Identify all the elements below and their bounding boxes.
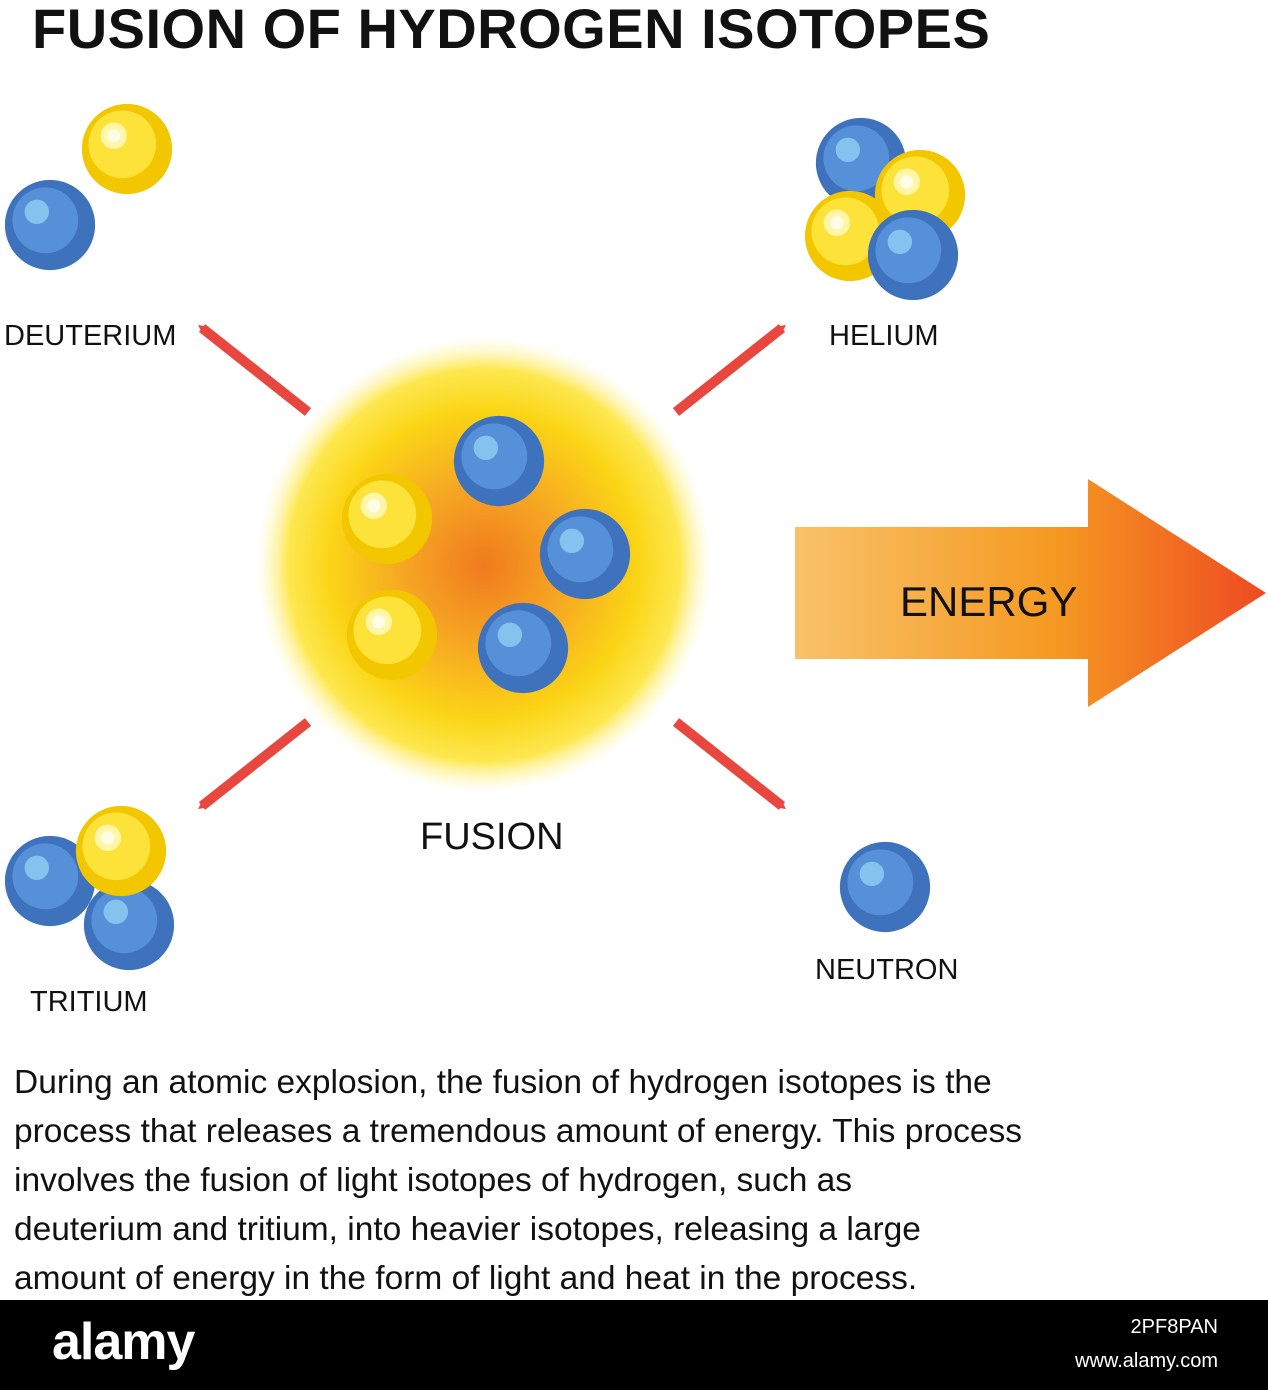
tritium-proton	[75, 805, 167, 897]
watermark-footer: alamy 2PF8PAN www.alamy.com	[0, 1300, 1268, 1390]
description-line: amount of energy in the form of light an…	[14, 1260, 918, 1297]
arrow-to-tritium	[198, 718, 312, 810]
arrow-to-helium	[672, 324, 786, 416]
deuterium-atom	[4, 103, 173, 271]
core-proton-2	[346, 589, 438, 681]
arrow-to-deuterium	[198, 324, 312, 416]
page-title: FUSION OF HYDROGEN ISOTOPES	[32, 0, 991, 60]
core-neutron-2	[539, 508, 631, 600]
helium-neutron-2	[867, 209, 959, 301]
description-line: process that releases a tremendous amoun…	[14, 1113, 1023, 1150]
energy-label: ENERGY	[900, 578, 1078, 625]
helium-label: HELIUM	[829, 320, 939, 352]
description-line: During an atomic explosion, the fusion o…	[14, 1064, 992, 1101]
fusion-glow	[256, 337, 712, 793]
energy-arrow	[795, 479, 1266, 707]
neutron-label: NEUTRON	[815, 954, 959, 986]
diagram-graphic	[4, 103, 1266, 971]
fusion-diagram: FUSION OF HYDROGEN ISOTOPES DEUTERIUM HE…	[4, 0, 1266, 1018]
deuterium-proton	[81, 103, 173, 195]
helium-atom	[804, 117, 966, 301]
site-url: www.alamy.com	[1075, 1350, 1218, 1372]
arrow-to-neutron	[672, 718, 786, 810]
image-id: 2PF8PAN	[1130, 1316, 1218, 1338]
tritium-label: TRITIUM	[30, 986, 148, 1018]
brand-logo: alamy	[52, 1313, 195, 1371]
tritium-atom	[4, 805, 175, 971]
core-neutron-1	[453, 415, 545, 507]
core-proton-1	[341, 473, 433, 565]
description: During an atomic explosion, the fusion o…	[14, 1058, 1244, 1303]
description-line: deuterium and tritium, into heavier isot…	[14, 1211, 921, 1248]
core-neutron-3	[477, 602, 569, 694]
free-neutron	[839, 841, 931, 933]
fusion-label: FUSION	[420, 816, 564, 858]
deuterium-neutron	[4, 179, 96, 271]
description-line: involves the fusion of light isotopes of…	[14, 1162, 853, 1199]
deuterium-label: DEUTERIUM	[4, 320, 177, 352]
